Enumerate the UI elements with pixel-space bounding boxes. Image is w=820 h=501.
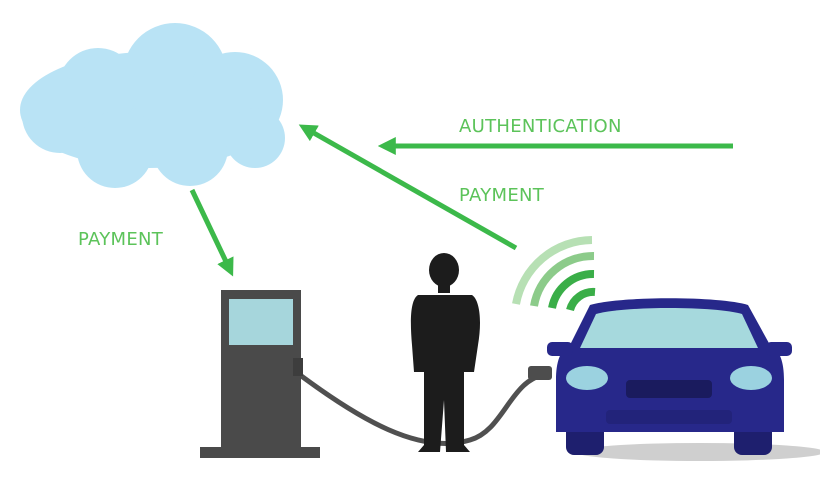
charging-station-icon bbox=[200, 290, 320, 458]
arrow-payment-car-to-cloud bbox=[298, 124, 518, 251]
wireless-signal-icon bbox=[512, 236, 596, 312]
payment-label-car-to-cloud: PAYMENT bbox=[459, 185, 545, 206]
arrow-payment-cloud-to-station bbox=[189, 188, 234, 277]
car-icon bbox=[528, 298, 820, 461]
charging-cable bbox=[294, 369, 549, 446]
person-icon bbox=[410, 253, 480, 452]
cloud-icon bbox=[20, 23, 285, 188]
authentication-label: AUTHENTICATION bbox=[459, 116, 622, 137]
payment-label-cloud-to-station: PAYMENT bbox=[78, 229, 164, 250]
